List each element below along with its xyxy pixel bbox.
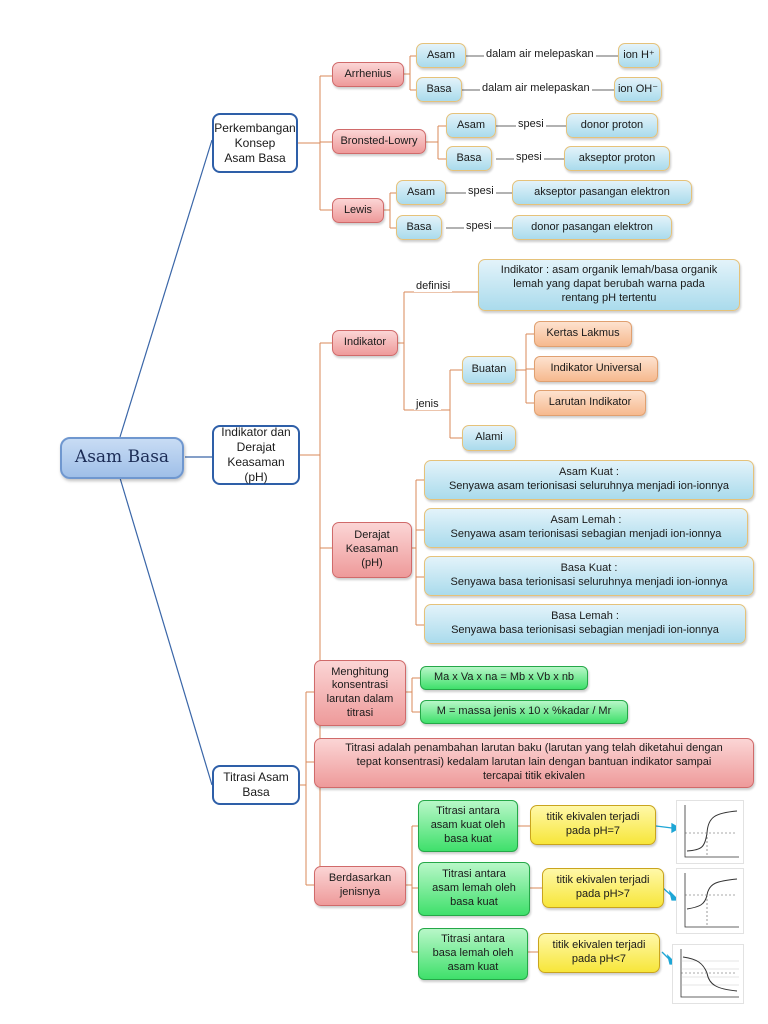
buatan-kertas-lakmus: Kertas Lakmus <box>534 321 632 347</box>
bronsted-asam-value: donor proton <box>566 113 658 138</box>
indikator-definisi: Indikator : asam organik lemah/basa orga… <box>478 259 740 311</box>
arrhenius-basa: Basa <box>416 77 462 102</box>
jenis-basa-lemah-asam-kuat: Titrasi antara basa lemah oleh asam kuat <box>418 928 528 980</box>
derajat-basa-lemah: Basa Lemah : Senyawa basa terionisasi se… <box>424 604 746 644</box>
indikator-alami: Alami <box>462 425 516 451</box>
bronsted-lowry-node: Bronsted-Lowry <box>332 129 426 154</box>
buatan-larutan-indikator: Larutan Indikator <box>534 390 646 416</box>
lewis-asam: Asam <box>396 180 446 205</box>
lewis-basa-value: donor pasangan elektron <box>512 215 672 240</box>
derajat-keasaman-node: Derajat Keasaman (pH) <box>332 522 412 578</box>
lewis-node: Lewis <box>332 198 384 223</box>
jenis-asam-lemah-basa-kuat: Titrasi antara asam lemah oleh basa kuat <box>418 862 530 916</box>
derajat-asam-kuat: Asam Kuat : Senyawa asam terionisasi sel… <box>424 460 754 500</box>
bronsted-basa: Basa <box>446 146 492 171</box>
hasil-ph-7: titik ekivalen terjadi pada pH=7 <box>530 805 656 845</box>
titration-curve-image-1 <box>676 800 744 864</box>
berdasarkan-jenisnya-node: Berdasarkan jenisnya <box>314 866 406 906</box>
lewis-asam-value: akseptor pasangan elektron <box>512 180 692 205</box>
branch-titrasi: Titrasi Asam Basa <box>212 765 300 805</box>
arrhenius-asam-value: ion H⁺ <box>618 43 660 68</box>
buatan-indikator-universal: Indikator Universal <box>534 356 658 382</box>
menghitung-konsentrasi-node: Menghitung konsentrasi larutan dalam tit… <box>314 660 406 726</box>
lewis-asam-relation: spesi <box>466 185 496 197</box>
lewis-basa-relation: spesi <box>464 220 494 232</box>
bronsted-basa-value: akseptor proton <box>564 146 670 171</box>
jenis-asam-kuat-basa-kuat: Titrasi antara asam kuat oleh basa kuat <box>418 800 518 852</box>
bronsted-asam-relation: spesi <box>516 118 546 130</box>
arrhenius-node: Arrhenius <box>332 62 404 87</box>
jenis-label: jenis <box>414 398 441 410</box>
definisi-label: definisi <box>414 280 453 292</box>
bronsted-basa-relation: spesi <box>514 151 544 163</box>
branch-indikator-derajat: Indikator dan Derajat Keasaman (pH) <box>212 425 300 485</box>
bronsted-asam: Asam <box>446 113 496 138</box>
titrasi-definisi: Titrasi adalah penambahan larutan baku (… <box>314 738 754 788</box>
arrhenius-asam: Asam <box>416 43 466 68</box>
derajat-asam-lemah: Asam Lemah : Senyawa asam terionisasi se… <box>424 508 748 548</box>
formula-ma-va: Ma x Va x na = Mb x Vb x nb <box>420 666 588 690</box>
arrhenius-basa-value: ion OH⁻ <box>614 77 662 102</box>
formula-massa-jenis: M = massa jenis x 10 x %kadar / Mr <box>420 700 628 724</box>
lewis-basa: Basa <box>396 215 442 240</box>
branch-perkembangan-konsep: Perkembangan Konsep Asam Basa <box>212 113 298 173</box>
indikator-node: Indikator <box>332 330 398 356</box>
root-node: Asam Basa <box>60 437 184 479</box>
titration-curve-image-3 <box>672 944 744 1004</box>
indikator-buatan: Buatan <box>462 356 516 384</box>
hasil-ph-lebih-7: titik ekivalen terjadi pada pH>7 <box>542 868 664 908</box>
arrhenius-asam-relation: dalam air melepaskan <box>484 48 596 60</box>
derajat-basa-kuat: Basa Kuat : Senyawa basa terionisasi sel… <box>424 556 754 596</box>
arrhenius-basa-relation: dalam air melepaskan <box>480 82 592 94</box>
hasil-ph-kurang-7: titik ekivalen terjadi pada pH<7 <box>538 933 660 973</box>
titration-curve-image-2 <box>676 868 744 934</box>
